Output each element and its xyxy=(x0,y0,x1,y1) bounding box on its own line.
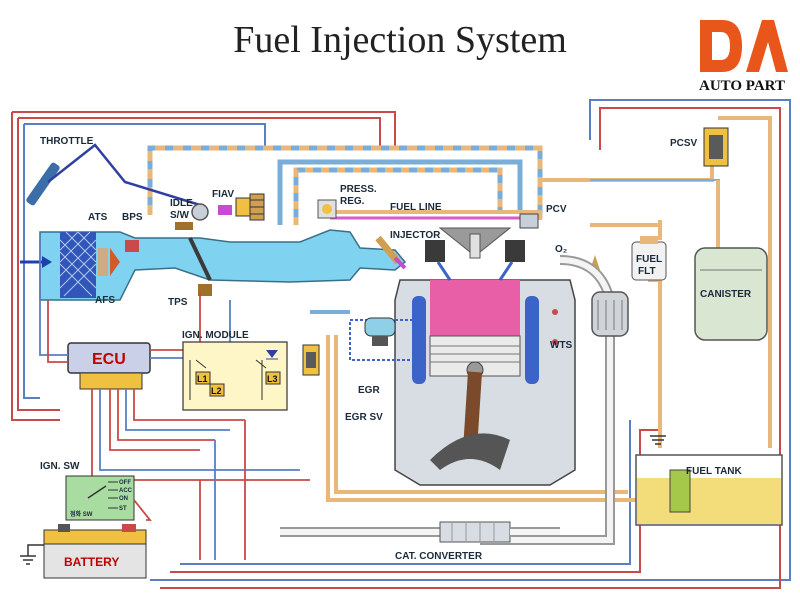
ignition-switch: IGN. SW OFF ACC ON ST 점화 SW xyxy=(40,461,135,521)
sw-position-on: ON xyxy=(119,496,128,502)
label-wts: WTS xyxy=(550,340,573,351)
intake-manifold: ATS BPS AFS TPS IDLE S/W xyxy=(20,198,407,308)
label-fiav: FIAV xyxy=(212,189,234,200)
injector: INJECTOR xyxy=(375,230,441,270)
label-ign-module: IGN. MODULE xyxy=(182,330,249,341)
sw-position-off: OFF xyxy=(119,480,131,486)
switch-battery-wire xyxy=(133,499,152,521)
label-egr: EGR xyxy=(358,385,380,396)
label-press-reg-line1: PRESS. xyxy=(340,184,377,195)
egr-valve: EGR xyxy=(310,310,421,396)
fuel-lines xyxy=(326,116,772,502)
page-title: Fuel Injection System xyxy=(233,19,567,61)
pcv-valve: PCV xyxy=(519,204,567,229)
label-tps: TPS xyxy=(168,297,188,308)
label-injector: INJECTOR xyxy=(390,230,441,241)
label-idle-sw-line1: IDLE xyxy=(170,198,193,209)
fuel-tank: FUEL TANK xyxy=(635,435,783,526)
label-egr-sv: EGR SV xyxy=(345,412,383,423)
label-coil-l2: L2 xyxy=(211,386,222,396)
label-cat-converter: CAT. CONVERTER xyxy=(395,551,483,562)
brand-logo: AUTO PART xyxy=(690,16,794,98)
label-pcsv: PCSV xyxy=(670,138,698,149)
engine-block: WTS xyxy=(394,227,576,486)
label-press-reg-line2: REG. xyxy=(340,196,365,207)
throttle-assembly: THROTTLE xyxy=(26,136,201,207)
logo-caption: AUTO PART xyxy=(698,78,785,94)
label-pcv: PCV xyxy=(546,204,567,215)
label-fuel-flt-line2: FLT xyxy=(638,266,656,277)
label-idle-sw-line2: S/W xyxy=(170,210,189,221)
pcsv-valve: PCSV xyxy=(670,127,729,167)
battery-label: BATTERY xyxy=(64,555,119,569)
label-o2: O₂ xyxy=(555,244,567,255)
exhaust-system: CAT. CONVERTER xyxy=(280,255,629,562)
battery: BATTERY xyxy=(20,524,147,579)
outer-wiring xyxy=(11,99,791,589)
vacuum-hoses xyxy=(147,145,543,225)
label-coil-l3: L3 xyxy=(267,374,278,384)
fiav-valve: FIAV xyxy=(212,189,265,221)
canister: CANISTER xyxy=(694,247,768,341)
pressure-regulator: PRESS. REG. FUEL LINE xyxy=(317,184,442,219)
label-ign-sw: IGN. SW xyxy=(40,461,80,472)
label-canister: CANISTER xyxy=(700,289,752,300)
logo-letters-graphic xyxy=(700,20,788,72)
label-fuel-tank: FUEL TANK xyxy=(686,466,743,477)
label-fuel-line: FUEL LINE xyxy=(390,202,442,213)
ecu-label: ECU xyxy=(92,351,126,368)
label-afs: AFS xyxy=(95,295,115,306)
ignition-module: IGN. MODULE L1 L2 L3 xyxy=(182,330,288,411)
label-throttle: THROTTLE xyxy=(40,136,94,147)
ecu-unit: ECU xyxy=(67,342,151,390)
label-coil-l1: L1 xyxy=(197,374,208,384)
label-bps: BPS xyxy=(122,212,143,223)
label-fuel-flt-line1: FUEL xyxy=(636,254,662,265)
sw-position-acc: ACC xyxy=(119,488,133,494)
fuel-filter: FUEL FLT xyxy=(631,236,667,281)
egr-solenoid: EGR SV xyxy=(302,344,383,423)
sw-caption: 점화 SW xyxy=(70,510,93,518)
label-ats: ATS xyxy=(88,212,108,223)
sw-position-st: ST xyxy=(119,506,127,512)
